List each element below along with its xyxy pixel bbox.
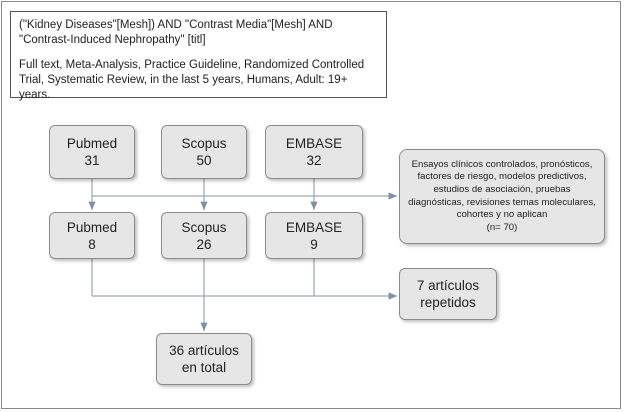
duplicates-line1: 7 artículos <box>416 278 480 293</box>
total-line1: 36 artículos <box>169 343 239 358</box>
box-pubmed-filtered: Pubmed 8 <box>49 212 135 259</box>
duplicates-box: 7 artículos repetidos <box>399 268 497 320</box>
total-box: 36 artículos en total <box>156 333 252 385</box>
search-query-terms: ("Kidney Diseases"[Mesh]) AND "Contrast … <box>19 19 333 46</box>
box-embase-filtered: EMBASE 9 <box>265 212 363 259</box>
search-query-filters: Full text, Meta-Analysis, Practice Guide… <box>19 59 365 101</box>
exclusion-reasons: Ensayos clínicos controlados, pronóstico… <box>408 158 596 221</box>
duplicates-line2: repetidos <box>420 295 476 310</box>
db-count: 9 <box>310 236 318 252</box>
db-count: 31 <box>84 153 100 168</box>
box-scopus-initial: Scopus 50 <box>161 125 247 179</box>
search-query-box: ("Kidney Diseases"[Mesh]) AND "Contrast … <box>10 11 387 101</box>
box-pubmed-initial: Pubmed 31 <box>49 125 135 179</box>
db-count: 26 <box>196 236 212 252</box>
total-line2: en total <box>181 360 227 375</box>
db-name: Pubmed <box>66 136 118 151</box>
db-name: EMBASE <box>285 219 343 235</box>
db-name: EMBASE <box>285 136 343 151</box>
db-name: Scopus <box>181 136 227 151</box>
box-embase-initial: EMBASE 32 <box>265 125 363 179</box>
db-count: 8 <box>88 236 96 252</box>
db-name: Pubmed <box>66 219 118 235</box>
db-count: 50 <box>196 153 212 168</box>
exclusion-count: (n= 70) <box>486 221 518 233</box>
exclusion-box: Ensayos clínicos controlados, pronóstico… <box>399 149 605 244</box>
box-scopus-filtered: Scopus 26 <box>161 212 247 259</box>
db-name: Scopus <box>181 219 227 235</box>
db-count: 32 <box>306 153 322 168</box>
